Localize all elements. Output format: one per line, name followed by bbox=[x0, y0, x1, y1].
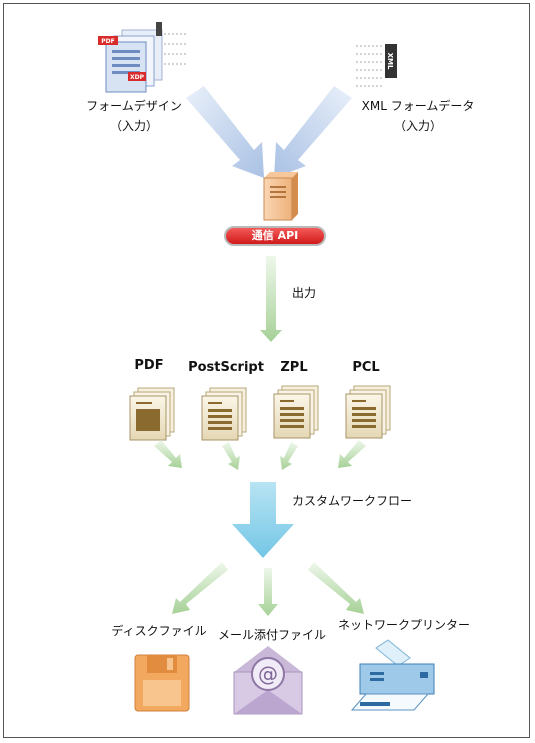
doc-icon-zpl bbox=[273, 385, 319, 439]
arrow-output bbox=[260, 256, 282, 342]
network-printer-icon bbox=[350, 639, 435, 711]
xml-data-label: XML フォームデータ bbox=[361, 99, 475, 113]
form-design-icon bbox=[98, 22, 186, 93]
xml-data-icon bbox=[356, 44, 397, 87]
form-design-input-note: （入力） bbox=[109, 119, 158, 133]
disk-file-icon bbox=[134, 654, 190, 712]
arrows-formats-to-workflow bbox=[154, 440, 366, 470]
svg-text:@: @ bbox=[258, 662, 278, 686]
format-label-pcl: PCL bbox=[352, 360, 380, 375]
communication-api-badge: 通信 API bbox=[224, 226, 326, 246]
destination-label-email-attachment: メール添付ファイル bbox=[217, 628, 326, 642]
format-label-postscript: PostScript bbox=[188, 360, 264, 375]
output-label: 出力 bbox=[292, 286, 317, 300]
arrow-form-to-server bbox=[186, 86, 264, 178]
custom-workflow-label: カスタムワークフロー bbox=[292, 494, 413, 508]
xml-data-input-note: （入力） bbox=[393, 119, 442, 133]
workflow-big-arrow bbox=[232, 482, 294, 558]
doc-icon-postscript bbox=[201, 387, 247, 441]
email-attachment-icon: @ bbox=[233, 646, 303, 715]
form-design-label: フォームデザイン bbox=[86, 99, 182, 113]
server-icon bbox=[263, 172, 298, 221]
doc-icon-pdf bbox=[129, 387, 175, 441]
format-label-zpl: ZPL bbox=[280, 360, 308, 375]
destination-label-network-printer: ネットワークプリンター bbox=[337, 618, 470, 632]
arrows-workflow-to-destinations bbox=[172, 562, 364, 616]
diagram-frame bbox=[3, 3, 530, 738]
format-label-pdf: PDF bbox=[134, 358, 164, 373]
arrow-xml-to-server bbox=[274, 86, 352, 178]
doc-icon-pcl bbox=[345, 385, 391, 439]
destination-label-disk-file: ディスクファイル bbox=[111, 624, 207, 638]
